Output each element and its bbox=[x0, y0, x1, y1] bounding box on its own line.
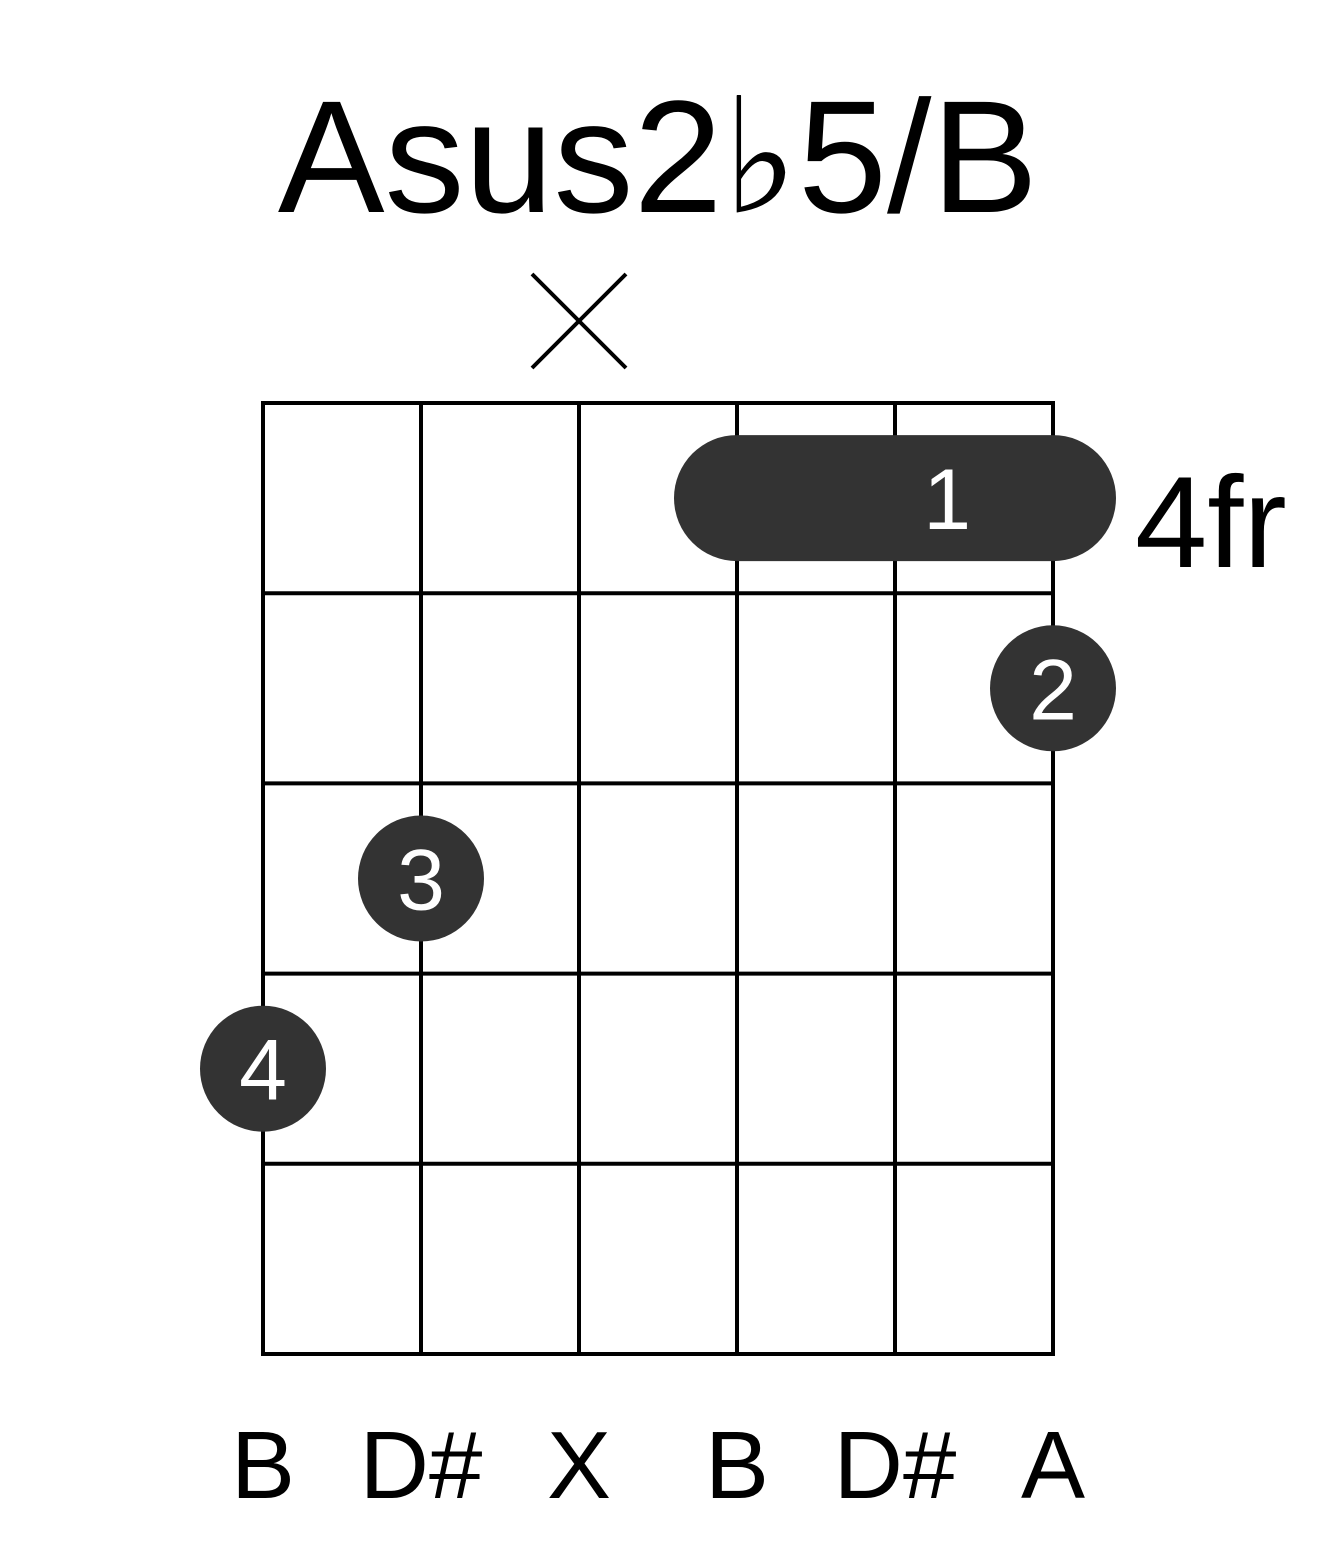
finger-dot-4: 4 bbox=[200, 1005, 326, 1132]
finger-dots: 2 3 4 bbox=[200, 625, 1116, 1132]
start-fret-label: 4fr bbox=[1135, 449, 1287, 595]
string-note-2: D# bbox=[360, 1412, 483, 1519]
string-note-5: D# bbox=[834, 1412, 957, 1519]
finger-dot-3: 3 bbox=[358, 815, 484, 942]
barre-finger-label: 1 bbox=[923, 452, 971, 548]
string-note-6: A bbox=[1021, 1412, 1085, 1519]
string-note-4: B bbox=[705, 1412, 769, 1519]
finger-dot-circle bbox=[990, 625, 1116, 752]
muted-strings bbox=[530, 272, 628, 370]
string-note-3: X bbox=[547, 1412, 611, 1519]
finger-dot-circle bbox=[358, 815, 484, 942]
finger-dot-label: 4 bbox=[239, 1023, 287, 1119]
finger-dot-label: 3 bbox=[397, 833, 445, 929]
barre-layer: 1 bbox=[674, 435, 1116, 562]
finger-dot-circle bbox=[200, 1005, 326, 1132]
barre-finger-1: 1 bbox=[674, 435, 1116, 562]
finger-dot-2: 2 bbox=[990, 625, 1116, 752]
fretboard-grid bbox=[261, 401, 1055, 1356]
mute-icon bbox=[530, 272, 628, 370]
barre-bar bbox=[674, 435, 1116, 562]
finger-dot-label: 2 bbox=[1029, 642, 1077, 738]
string-note-1: B bbox=[231, 1412, 295, 1519]
chord-title: Asus2♭5/B bbox=[278, 67, 1038, 246]
